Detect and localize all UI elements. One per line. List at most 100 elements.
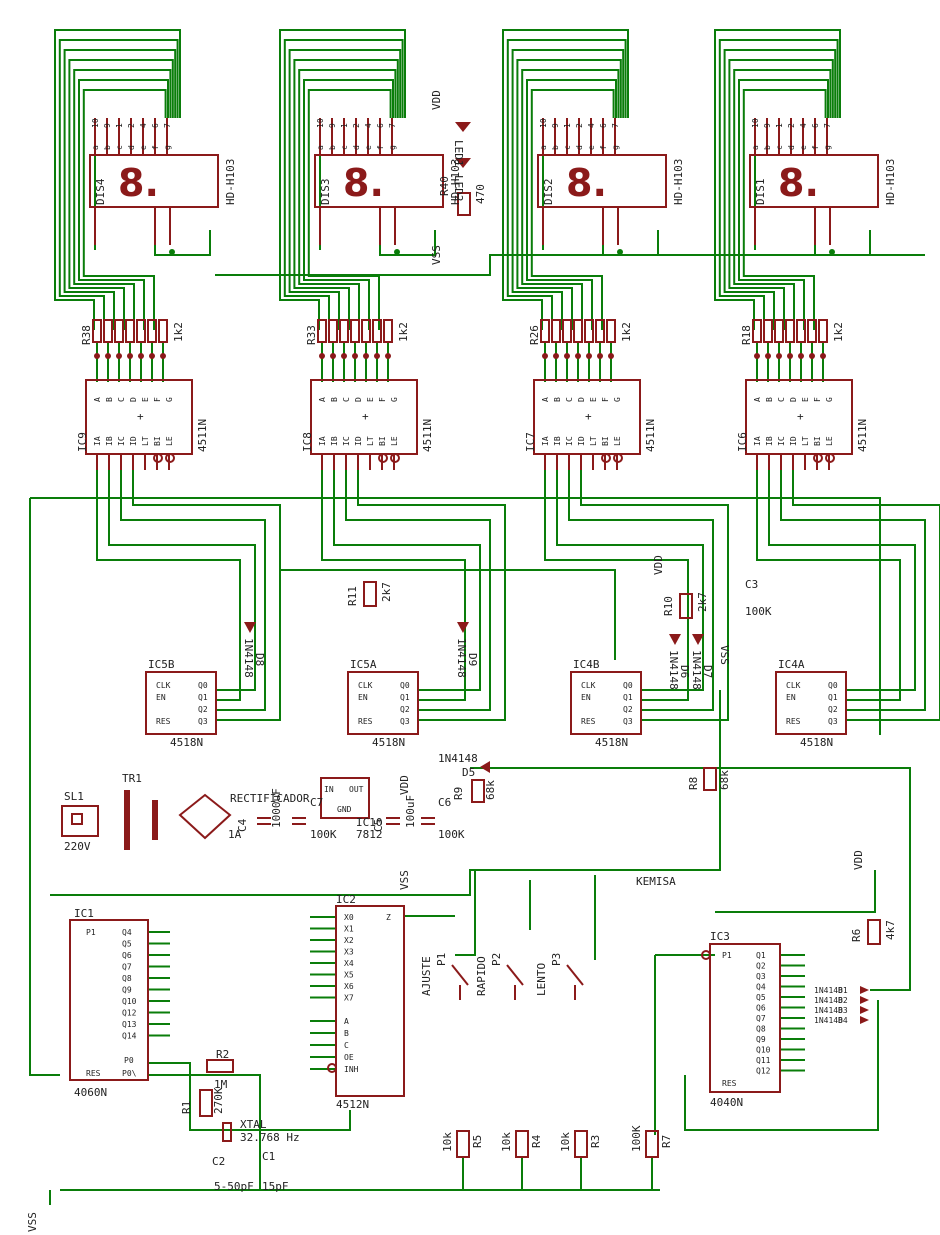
switch-symbol — [566, 964, 584, 986]
display-seg-label: e — [364, 145, 373, 150]
decoder-bottom-pin: IB — [765, 436, 774, 446]
display-seg-label: c — [563, 145, 572, 150]
ic3-pin: Q9 — [756, 1035, 766, 1044]
resistor-pad — [765, 353, 771, 359]
bank-name: R26 — [528, 325, 541, 345]
c2-value: 5-50pF — [214, 1180, 254, 1193]
segment-wire — [68, 59, 174, 330]
counter-right-pin: Q2 — [400, 705, 410, 714]
counter-name: IC4A — [778, 658, 805, 671]
ic-plus: + — [585, 410, 592, 423]
r11-name: R11 — [346, 586, 359, 606]
ic1-name: IC1 — [74, 907, 94, 920]
decoder-name: IC7 — [524, 432, 537, 452]
c4-value: 1000uF — [270, 788, 283, 828]
decoder-bottom-pin: ID — [129, 436, 138, 446]
decoder-bottom-pin: LT — [141, 436, 150, 446]
reg-name: IC10 — [356, 816, 383, 829]
r8-body — [703, 767, 717, 791]
resistor-pad — [564, 353, 570, 359]
r11-body — [363, 581, 377, 607]
resistor-pad — [352, 353, 358, 359]
decoder-top-pin: D — [789, 397, 798, 402]
bcd-wire — [357, 470, 506, 721]
ic2-pin: X6 — [344, 982, 354, 991]
bus-wire — [30, 497, 881, 735]
bcd-wire — [96, 470, 241, 701]
display-seg-label: d — [575, 145, 584, 150]
r10-name: R10 — [662, 596, 675, 616]
segment-wire — [283, 39, 404, 330]
resistor-pad — [94, 353, 100, 359]
decoder-bottom-pin: IA — [318, 436, 327, 446]
bcd-wire — [568, 470, 714, 711]
ic1-pin: Q8 — [122, 974, 132, 983]
vdd-label-4: VDD — [398, 775, 411, 795]
counter-right-pin: Q1 — [400, 693, 410, 702]
c5-name: C5 — [372, 819, 385, 832]
resistor-bank-element — [328, 319, 338, 343]
display-pin-num: 9 — [328, 123, 337, 128]
resistor-bank-element — [818, 319, 828, 343]
segment-wire — [288, 49, 402, 330]
resistor-bank-element — [372, 319, 382, 343]
ic1-body — [69, 919, 149, 1081]
diode-name: D3 — [838, 1006, 848, 1015]
c5-value: 100uF — [404, 795, 417, 828]
r9-name: R9 — [452, 787, 465, 800]
led2-symbol — [455, 158, 471, 168]
display-name: DIS2 — [542, 179, 555, 206]
decoder-top-pin: A — [93, 397, 102, 402]
c2-name: C2 — [212, 1155, 225, 1168]
counter-part: 4518N — [170, 736, 203, 749]
bcd-wire — [120, 470, 266, 711]
segment-wire — [728, 59, 834, 330]
common-wire — [602, 230, 659, 256]
resistor-bank-element — [595, 319, 605, 343]
resistor-pad — [776, 353, 782, 359]
counter-right-pin: Q3 — [623, 717, 633, 726]
diode-part: 1N4148 — [455, 638, 468, 678]
display-seg-label: e — [139, 145, 148, 150]
display-pin-num: 6 — [376, 123, 385, 128]
segment-wire — [530, 89, 615, 330]
decoder-top-pin: F — [601, 397, 610, 402]
d5-symbol — [480, 761, 490, 773]
sl1-value: 220V — [64, 840, 91, 853]
resistor-value: 10k — [500, 1132, 513, 1152]
decoder-top-pin: G — [165, 397, 174, 402]
resistor-pad — [363, 353, 369, 359]
decoder-top-pin: E — [366, 397, 375, 402]
resistor-pad — [319, 353, 325, 359]
display-name: DIS1 — [754, 179, 767, 206]
osc-wire — [148, 1062, 351, 1131]
segment-wire — [511, 49, 625, 330]
resistor-bank-element — [361, 319, 371, 343]
segment-wire — [718, 39, 839, 330]
resistor-pad — [553, 353, 559, 359]
decoder-top-pin: F — [153, 397, 162, 402]
resistor-bank-element — [540, 319, 550, 343]
bubble — [825, 453, 835, 463]
bubble — [153, 453, 163, 463]
diode-part: 1N4148 — [814, 996, 843, 1005]
resistor-bank-element — [763, 319, 773, 343]
counter-right-pin: Q0 — [828, 681, 838, 690]
segment-wire — [714, 29, 841, 330]
resistor-bank-element — [147, 319, 157, 343]
junction-dot — [169, 249, 175, 255]
counter-left-pin: CLK — [156, 681, 171, 690]
resistor-bank-element — [584, 319, 594, 343]
r6-body — [867, 919, 881, 945]
diode-symbol — [457, 622, 469, 633]
decoder-bottom-pin: IA — [541, 436, 550, 446]
counter-ic — [775, 671, 847, 735]
counter-right-pin: Q3 — [400, 717, 410, 726]
decoder-bottom-pin: BI — [378, 436, 387, 446]
resistor-pad — [127, 353, 133, 359]
bus-wire — [50, 690, 721, 896]
segment-wire — [723, 49, 837, 330]
c6-value: 100K — [438, 828, 465, 841]
display-pin-num: 1 — [563, 123, 572, 128]
display-seg-label: a — [539, 145, 548, 150]
